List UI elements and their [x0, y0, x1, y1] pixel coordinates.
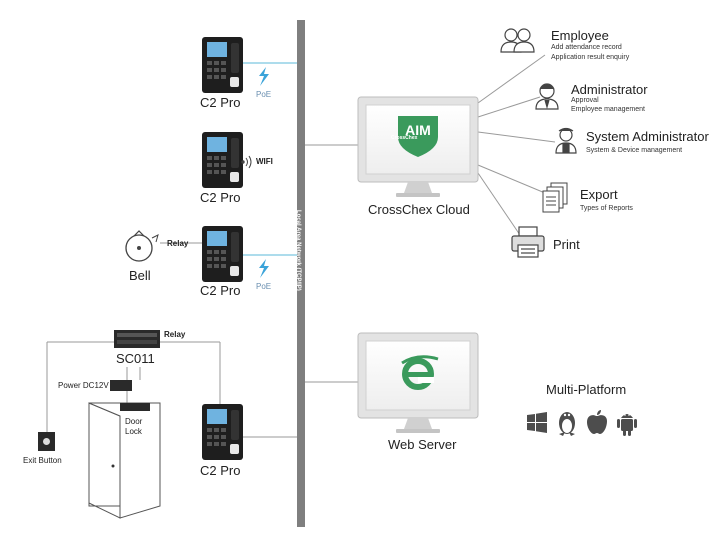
wifi-icon: [241, 155, 252, 169]
linux-icon: [559, 412, 575, 436]
poe-bolt-icon: [259, 67, 269, 86]
c2-pro-device-1: [202, 37, 243, 93]
door-lock-label-line2: Lock: [125, 427, 142, 436]
role-line: Employee management: [571, 106, 645, 113]
documents-icon: [542, 182, 568, 213]
relay-label: Relay: [167, 239, 189, 248]
relay-label: Relay: [164, 330, 186, 339]
role-title-print: Print: [553, 237, 580, 252]
device-label: C2 Pro: [200, 190, 241, 205]
people-icon: [500, 28, 535, 53]
device-label: C2 Pro: [200, 95, 241, 110]
device-label: C2 Pro: [200, 283, 241, 298]
role-line: System & Device management: [586, 147, 683, 154]
c2-pro-device-2: [202, 132, 243, 188]
role-title-system-administrator: System Administrator: [586, 129, 709, 144]
poe-bolt-icon: [259, 259, 269, 278]
exit-button-label: Exit Button: [23, 456, 62, 465]
wire-lines: [46, 54, 556, 438]
role-title-employee: Employee: [551, 28, 609, 43]
role-title-export: Export: [580, 187, 618, 202]
device-label: C2 Pro: [200, 463, 241, 478]
cloud-monitor: AIM: [357, 96, 479, 197]
role-title-administrator: Administrator: [571, 82, 648, 97]
door-lock-label-line1: Door: [125, 417, 143, 426]
browser-e-icon: [401, 355, 439, 390]
windows-icon: [527, 412, 547, 433]
lan-label: Local Area Network (TCP/IP): [295, 210, 301, 291]
role-line: Approval: [571, 97, 599, 104]
poe-label: PoE: [256, 282, 272, 291]
c2-pro-device-3: [202, 226, 243, 282]
lan-bus: [297, 20, 305, 527]
bell-icon: [125, 230, 159, 262]
web-server-monitor: [357, 332, 479, 433]
bell-label: Bell: [129, 268, 151, 283]
sysadmin-icon: [555, 127, 577, 154]
cloud-logo-text: CrossChex: [391, 135, 418, 141]
c2-pro-device-4: [202, 404, 243, 460]
exit-button-device: [38, 432, 55, 451]
role-line: Application result enquiry: [551, 54, 630, 61]
printer-icon: [511, 226, 545, 258]
device-connection-lines: [243, 62, 297, 256]
role-line: Add attendance record: [551, 44, 622, 51]
android-icon: [617, 414, 637, 436]
power-label: Power DC12V: [58, 381, 109, 390]
door: [88, 402, 161, 519]
power-supply: [110, 380, 132, 391]
web-server-label: Web Server: [388, 437, 457, 452]
apple-icon: [587, 410, 607, 434]
role-line: Types of Reports: [580, 205, 633, 212]
sc011-controller: [114, 330, 160, 348]
platforms-title: Multi-Platform: [546, 382, 627, 397]
crosschex-logo-icon: AIM: [398, 116, 438, 157]
cloud-label: CrossChex Cloud: [368, 202, 470, 217]
svg-text:AIM: AIM: [405, 122, 431, 138]
poe-label: PoE: [256, 90, 272, 99]
admin-icon: [535, 83, 559, 110]
wifi-label: WIFI: [256, 157, 273, 166]
controller-label: SC011: [116, 351, 155, 366]
